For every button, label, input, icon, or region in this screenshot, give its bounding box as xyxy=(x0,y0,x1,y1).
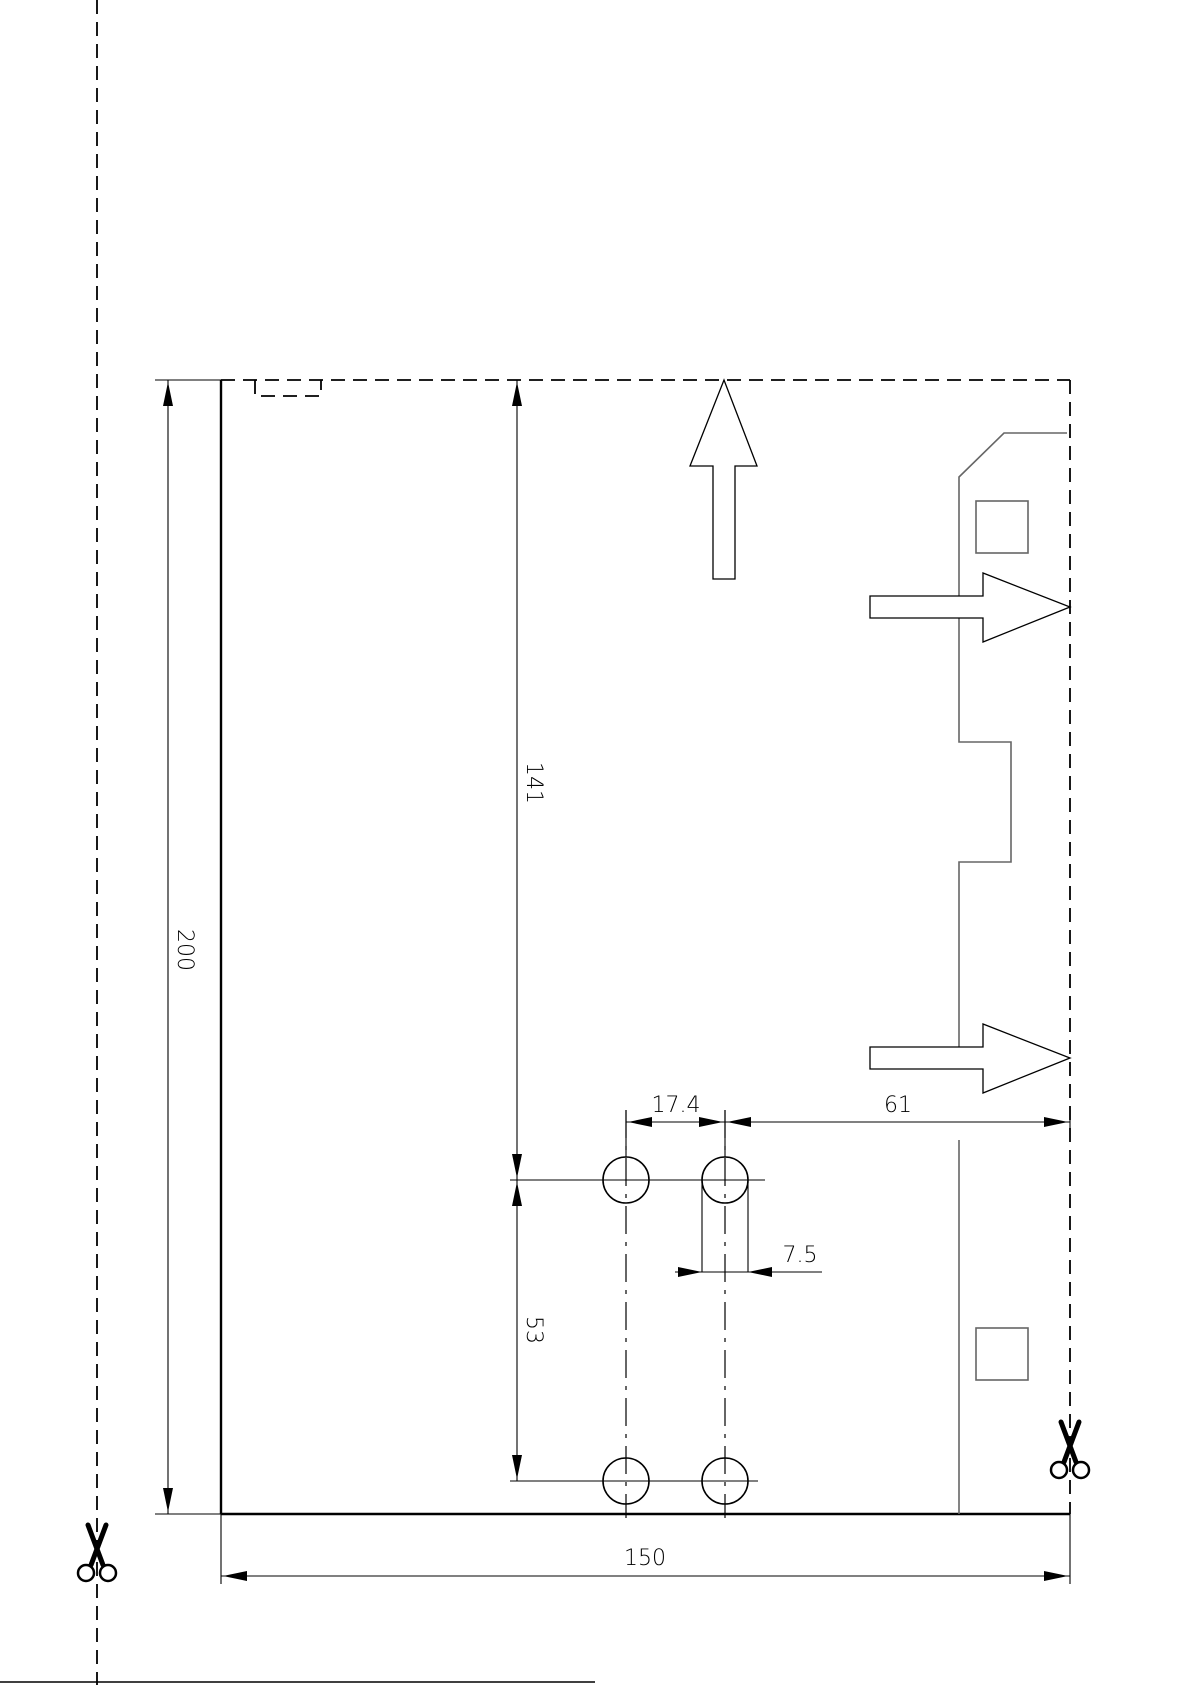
right-arrow-upper xyxy=(870,573,1070,642)
dim-upper-vertical-label: 141 xyxy=(521,762,546,804)
dim-hole-diameter-label: 7.5 xyxy=(783,1243,818,1268)
up-arrow xyxy=(690,380,757,579)
part-outline xyxy=(221,380,1070,1514)
dim-hole-spacing-label: 17.4 xyxy=(652,1093,701,1118)
dim-lower-vertical: 53 xyxy=(512,1180,546,1481)
dim-width-label: 150 xyxy=(624,1546,666,1571)
right-arrow-lower xyxy=(870,1024,1070,1093)
dim-hole-spacing: 17.4 xyxy=(626,1093,725,1157)
holes xyxy=(510,1110,765,1518)
dim-right-offset: 61 xyxy=(725,1093,1070,1130)
dim-right-offset-label: 61 xyxy=(884,1093,912,1118)
dim-upper-vertical: 141 xyxy=(512,380,546,1180)
dim-lower-vertical-label: 53 xyxy=(521,1316,546,1344)
dim-height-label: 200 xyxy=(172,929,197,971)
dim-width: 150 xyxy=(221,1514,1070,1584)
dim-height: 200 xyxy=(155,380,221,1514)
